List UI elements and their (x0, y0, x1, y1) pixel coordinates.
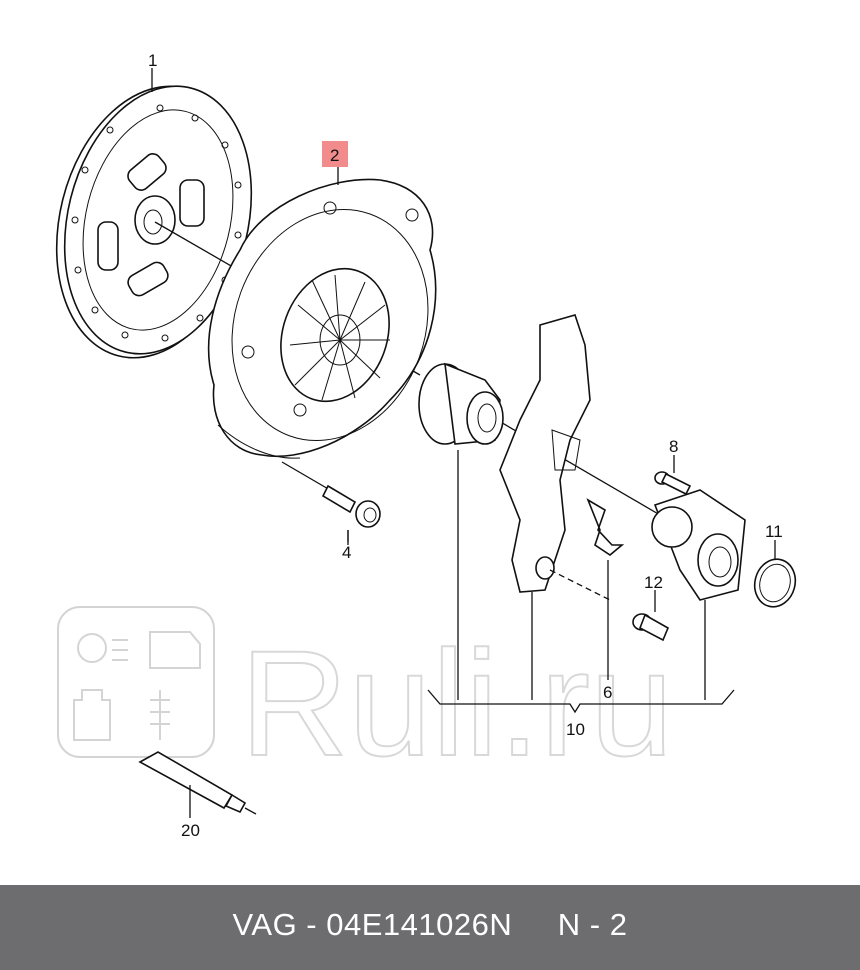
callout-12: 12 (644, 573, 663, 592)
callout-6: 6 (603, 683, 612, 702)
release-fork (499, 314, 611, 601)
guide-sleeve (651, 489, 746, 601)
bolt-part-8 (654, 471, 692, 496)
part-number-label: VAG - 04E141026N N - 2 (232, 907, 628, 942)
part-2-highlight (322, 141, 348, 167)
bolt-part-4 (281, 461, 381, 542)
diaphragm-fingers (289, 274, 390, 401)
exploded-parts-diagram: Ruli.ru (55, 51, 797, 840)
callout-10: 10 (566, 720, 585, 739)
footer-bar: VAG - 04E141026N N - 2 (0, 885, 860, 970)
callout-4: 4 (342, 543, 351, 562)
disc-rivets (71, 104, 242, 342)
callout-2: 2 (330, 146, 339, 165)
bleeder-part-12 (632, 613, 670, 642)
release-bearing (418, 362, 504, 445)
clutch-disc (55, 85, 253, 359)
pressure-plate (207, 178, 437, 459)
leader-lines (151, 68, 776, 818)
callout-20: 20 (181, 821, 200, 840)
clip-part-6 (586, 498, 625, 556)
callout-1: 1 (148, 51, 157, 70)
callout-11: 11 (765, 522, 783, 541)
watermark-text: Ruli.ru (240, 619, 673, 787)
assembly-axis-line-2 (479, 409, 661, 516)
watermark: Ruli.ru (57, 606, 674, 788)
grease-tube-part-20 (138, 751, 257, 815)
o-ring-part-11 (753, 558, 797, 608)
callout-8: 8 (669, 437, 678, 456)
